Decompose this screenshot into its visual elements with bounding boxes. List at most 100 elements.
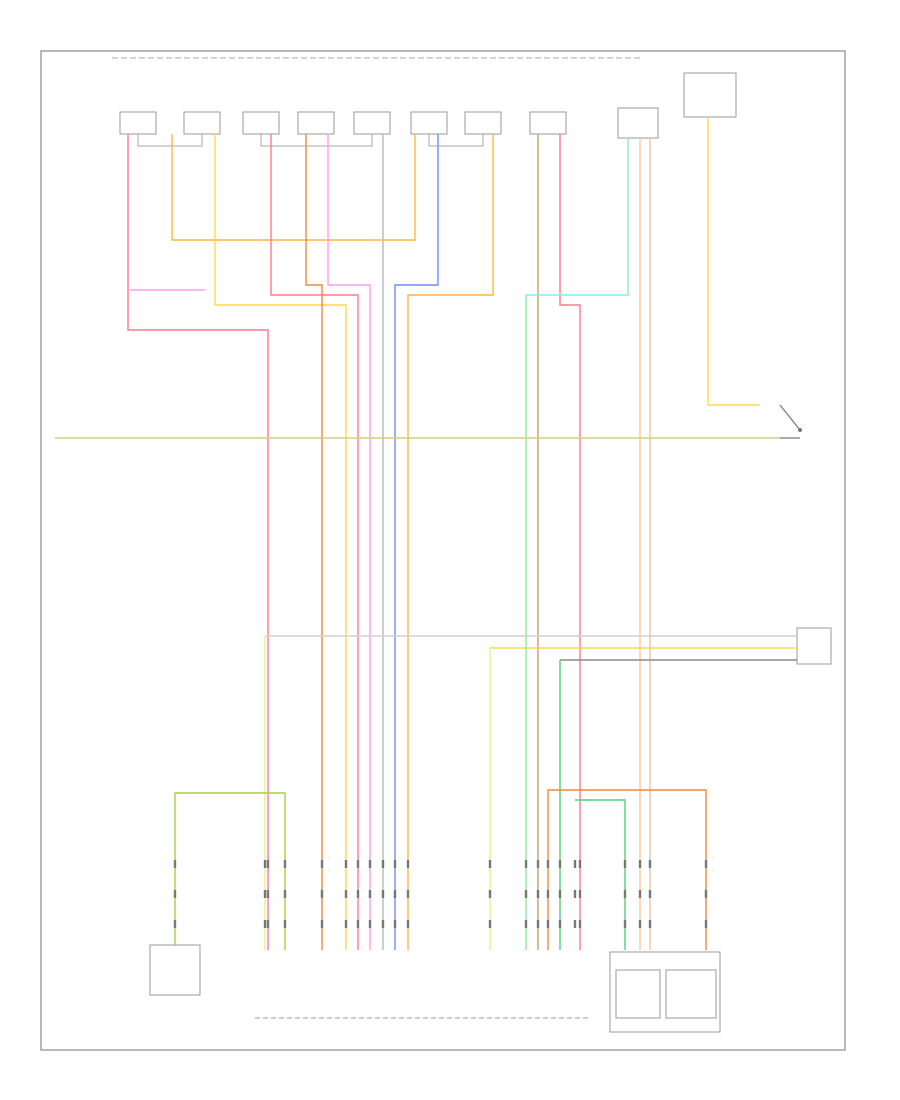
terminal-marker (263, 890, 267, 898)
top-connector-9 (617, 107, 659, 139)
terminal-marker (578, 920, 582, 928)
terminal-marker (320, 920, 324, 928)
wire-orange-3 (407, 134, 494, 950)
lower-wires (174, 789, 707, 950)
terminal-marker (638, 890, 642, 898)
terminal-marker (488, 860, 492, 868)
terminal-marker (381, 920, 385, 928)
connector-ticks (173, 860, 708, 928)
wire-lightblue-1 (525, 138, 629, 950)
wire-orange-2 (305, 134, 323, 950)
terminal-marker (638, 920, 642, 928)
terminal-marker (524, 890, 528, 898)
terminal-marker (283, 890, 287, 898)
top-connector-row (119, 72, 737, 147)
terminal-marker (406, 890, 410, 898)
terminal-marker (283, 860, 287, 868)
top-connector-2 (183, 111, 221, 135)
wire-blue-1 (394, 134, 439, 950)
terminal-marker (368, 860, 372, 868)
connector-bridges (137, 134, 484, 147)
terminal-marker (573, 860, 577, 868)
top-connector-3 (242, 111, 280, 135)
right-sensor (796, 627, 832, 665)
top-right-switch (683, 72, 737, 118)
bottom-right-inner-2 (665, 969, 717, 1019)
terminal-marker (266, 890, 270, 898)
terminal-marker (558, 860, 562, 868)
terminal-marker (578, 890, 582, 898)
terminal-marker (524, 860, 528, 868)
terminal-marker (546, 860, 550, 868)
terminal-marker (524, 920, 528, 928)
terminal-marker (704, 920, 708, 928)
terminal-marker (263, 860, 267, 868)
bottom-right-inner-1 (615, 969, 661, 1019)
terminal-marker (406, 860, 410, 868)
terminal-marker (283, 920, 287, 928)
terminal-marker (578, 860, 582, 868)
terminal-marker (536, 890, 540, 898)
terminal-marker (393, 860, 397, 868)
top-connector-6 (410, 111, 448, 135)
terminal-marker (344, 860, 348, 868)
terminal-marker (173, 890, 177, 898)
terminal-marker (536, 860, 540, 868)
wire-yellow-2 (707, 117, 760, 406)
sensor-wires (264, 635, 797, 950)
terminal-marker (623, 860, 627, 868)
terminal-marker (381, 890, 385, 898)
terminal-marker (320, 890, 324, 898)
terminal-marker (356, 860, 360, 868)
wire-yellow-1 (214, 134, 347, 950)
terminal-marker (381, 860, 385, 868)
terminal-marker (536, 920, 540, 928)
terminal-marker (266, 920, 270, 928)
terminal-marker (488, 890, 492, 898)
bottom-left-sensor (149, 944, 201, 996)
terminal-marker (558, 890, 562, 898)
terminal-marker (344, 890, 348, 898)
terminal-marker (648, 890, 652, 898)
terminal-marker (546, 890, 550, 898)
terminal-marker (356, 890, 360, 898)
top-connector-7 (464, 111, 502, 135)
terminal-marker (406, 920, 410, 928)
terminal-marker (173, 860, 177, 868)
terminal-marker (488, 920, 492, 928)
terminal-marker (704, 860, 708, 868)
terminal-marker (266, 860, 270, 868)
wire-red-2 (270, 134, 359, 950)
terminal-marker (393, 890, 397, 898)
terminal-marker (393, 920, 397, 928)
terminal-marker (546, 920, 550, 928)
mid-right-switch (779, 404, 802, 439)
terminal-marker (356, 920, 360, 928)
terminal-marker (623, 890, 627, 898)
wire-red-3 (327, 134, 371, 950)
terminal-marker (623, 920, 627, 928)
terminal-marker (368, 890, 372, 898)
terminal-marker (573, 920, 577, 928)
terminal-marker (648, 920, 652, 928)
terminal-marker (173, 920, 177, 928)
wire-orange-1 (171, 134, 416, 241)
terminal-marker (558, 920, 562, 928)
top-connector-4 (297, 111, 335, 135)
terminal-marker (263, 920, 267, 928)
terminal-marker (704, 890, 708, 898)
terminal-marker (344, 920, 348, 928)
wire-red-1 (127, 134, 269, 950)
terminal-marker (648, 860, 652, 868)
upper-wires (127, 117, 760, 950)
top-connector-5 (353, 111, 391, 135)
top-connector-1 (119, 111, 157, 135)
diagram-frame (40, 50, 846, 1051)
terminal-marker (320, 860, 324, 868)
wire-red-4 (559, 134, 581, 950)
top-connector-8 (529, 111, 567, 135)
terminal-marker (638, 860, 642, 868)
terminal-marker (573, 890, 577, 898)
terminal-marker (368, 920, 372, 928)
